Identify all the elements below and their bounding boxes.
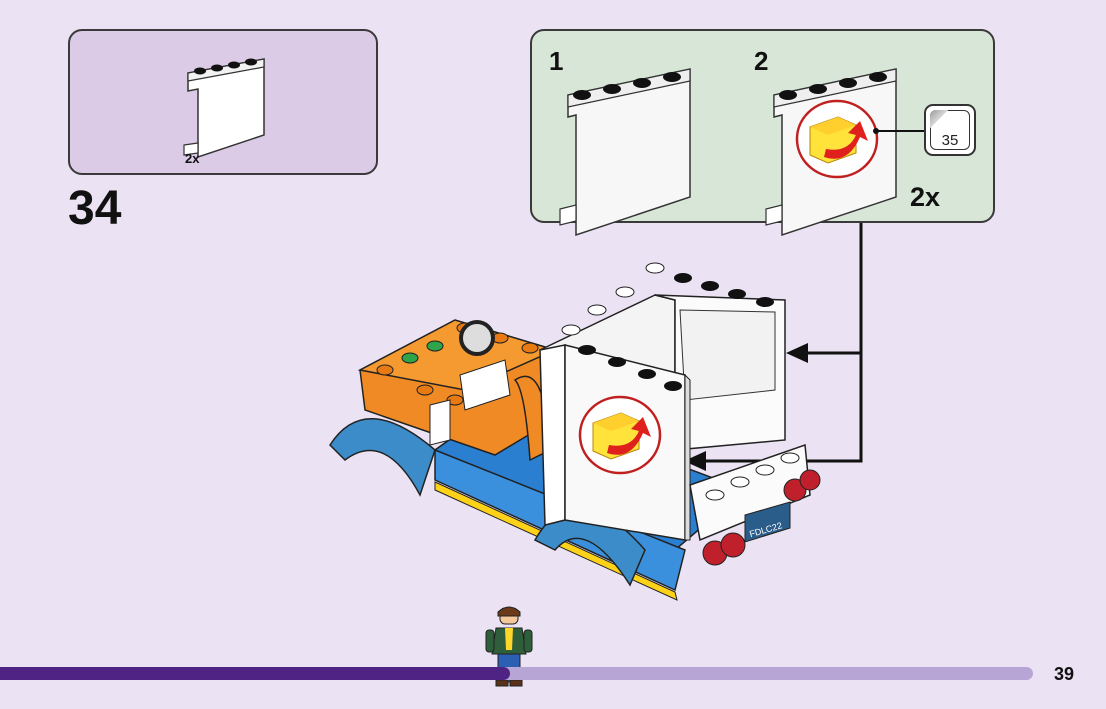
page-number: 39 — [1054, 664, 1075, 684]
substep-1-label: 1 — [549, 46, 564, 76]
subassembly-quantity: 2x — [910, 182, 941, 212]
stickered-panel-icon — [765, 68, 897, 237]
sticker-icon: 35 — [924, 104, 976, 156]
progress-bar-done — [0, 667, 510, 680]
subassembly-callout: 1 2 35 2x — [530, 29, 995, 237]
panel-brick-icon — [183, 58, 265, 159]
truck-model: FDLC22 — [329, 262, 821, 601]
progress-bar-remaining — [495, 667, 1033, 680]
sticker-number: 35 — [941, 132, 959, 149]
step-number: 34 — [68, 182, 122, 235]
arrow-icon — [786, 343, 808, 363]
substep-2-label: 2 — [754, 46, 769, 76]
parts-quantity: 2x — [185, 151, 200, 166]
arrow-icon — [684, 451, 706, 471]
parts-callout: 2x — [68, 29, 378, 175]
panel-brick-icon — [559, 68, 691, 237]
callout-connector — [873, 128, 926, 134]
